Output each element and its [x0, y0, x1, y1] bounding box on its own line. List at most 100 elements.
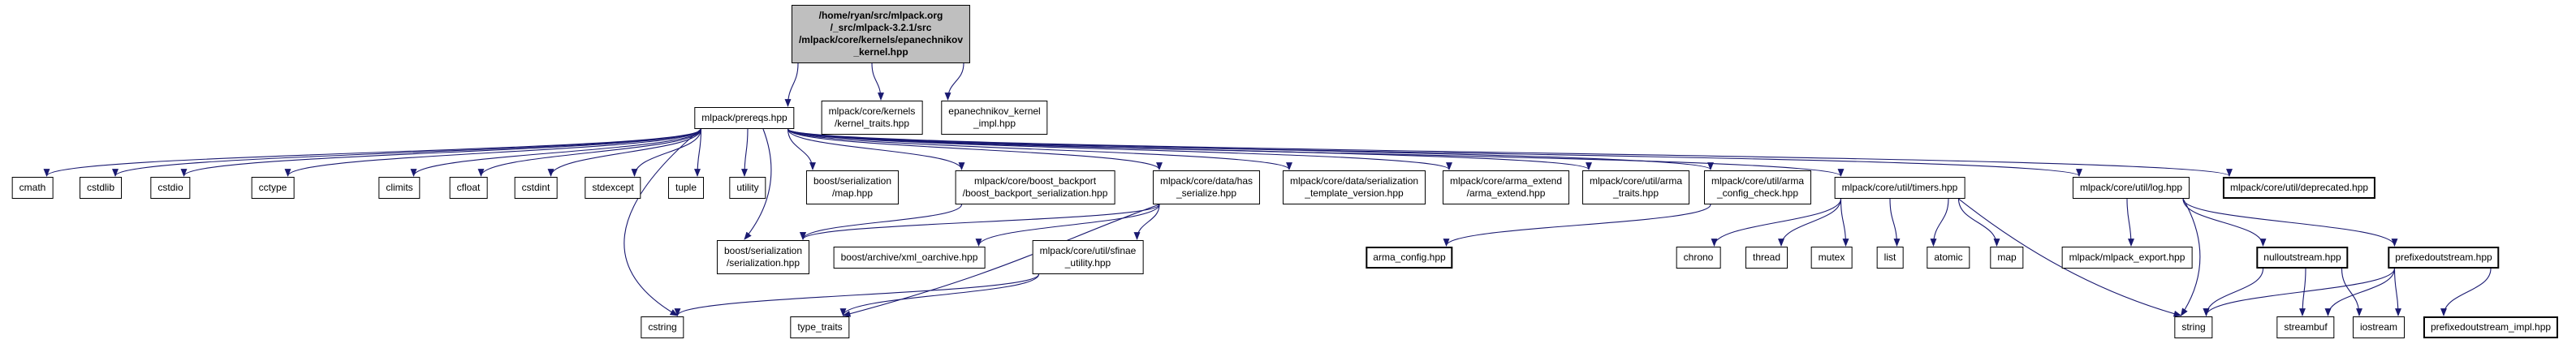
graph-node-map[interactable]: map	[1990, 247, 2024, 269]
graph-node-label-line: mlpack/prereqs.hpp	[701, 112, 787, 123]
graph-node-cmath[interactable]: cmath	[11, 177, 54, 199]
graph-node-label-line: mlpack/core/kernels	[828, 105, 916, 117]
graph-node-epanechnikov-kernel-impl[interactable]: epanechnikov_kernel_impl.hpp	[941, 101, 1048, 135]
graph-node-log[interactable]: mlpack/core/util/log.hpp	[2072, 177, 2190, 199]
graph-node-type-traits[interactable]: type_traits	[790, 316, 850, 338]
graph-edge-prereqs--cstdio	[180, 128, 702, 177]
graph-node-cstdint[interactable]: cstdint	[514, 177, 558, 199]
graph-node-mutex[interactable]: mutex	[1810, 247, 1853, 269]
graph-edge-nulloutstream--iostream	[2341, 268, 2362, 316]
graph-edge-timers--list	[1889, 198, 1901, 247]
graph-edge-nulloutstream--streambuf	[2299, 268, 2306, 316]
graph-edge-prereqs--cfloat	[477, 128, 702, 177]
graph-node-chrono[interactable]: chrono	[1676, 247, 1721, 269]
graph-node-nulloutstream[interactable]: nulloutstream.hpp	[2256, 247, 2349, 269]
graph-edge-prereqs--cctype	[284, 128, 702, 177]
graph-node-arma-traits[interactable]: mlpack/core/util/arma_traits.hpp	[1581, 170, 1690, 204]
graph-node-label-line: mlpack/mlpack_export.hpp	[2069, 252, 2186, 263]
graph-node-label-line: boost/serialization	[813, 175, 892, 187]
graph-edge-prereqs--cstring	[624, 128, 701, 316]
graph-node-kernel-traits[interactable]: mlpack/core/kernels/kernel_traits.hpp	[821, 101, 923, 135]
graph-edge-prereqs--boost-serialization-serialization	[744, 128, 772, 240]
graph-node-streambuf[interactable]: streambuf	[2276, 316, 2335, 338]
graph-node-label-line: /map.hpp	[831, 187, 874, 199]
graph-node-label-line: _traits.hpp	[1612, 187, 1659, 199]
graph-node-atomic[interactable]: atomic	[1927, 247, 1970, 269]
graph-node-cstdlib[interactable]: cstdlib	[79, 177, 123, 199]
graph-node-mlpack-export[interactable]: mlpack/mlpack_export.hpp	[2061, 247, 2193, 269]
graph-edge-prefixedoutstream--prefixedoutstream-impl	[2440, 268, 2492, 316]
graph-node-cstdio[interactable]: cstdio	[150, 177, 191, 199]
graph-node-label-line: iostream	[2359, 321, 2398, 333]
graph-node-cctype[interactable]: cctype	[251, 177, 295, 199]
graph-node-label-line: mlpack/core/util/arma	[1589, 175, 1683, 187]
graph-edge-prereqs--cstdint	[547, 128, 702, 177]
graph-node-prefixedoutstream-impl[interactable]: prefixedoutstream_impl.hpp	[2423, 316, 2559, 338]
graph-node-arma-config-check[interactable]: mlpack/core/util/arma_config_check.hpp	[1703, 170, 1812, 204]
graph-edge-sfinae-utility--type-traits	[839, 273, 1040, 316]
graph-edge-epanechnikov-kernel--kernel-traits	[871, 62, 884, 101]
graph-node-arma-config[interactable]: arma_config.hpp	[1366, 247, 1453, 269]
graph-node-serialization-template-version[interactable]: mlpack/core/data/serialization_template_…	[1282, 170, 1426, 204]
graph-node-prefixedoutstream[interactable]: prefixedoutstream.hpp	[2388, 247, 2500, 269]
graph-edge-prefixedoutstream--string	[2203, 268, 2396, 316]
graph-node-label-line: string	[2181, 321, 2206, 333]
graph-node-arma-extend[interactable]: mlpack/core/arma_extend/arma_extend.hpp	[1442, 170, 1570, 204]
graph-node-iostream[interactable]: iostream	[2352, 316, 2406, 338]
graph-node-label-line: thread	[1752, 252, 1781, 263]
graph-node-label-line: boost/serialization	[723, 245, 803, 256]
graph-node-label-line: tuple	[675, 182, 697, 193]
graph-node-cstring[interactable]: cstring	[641, 316, 684, 338]
graph-node-label-line: cstdio	[157, 182, 183, 193]
graph-node-label-line: /mlpack/core/kernels/epanechnikov	[798, 34, 964, 45]
graph-node-timers[interactable]: mlpack/core/util/timers.hpp	[1834, 177, 1965, 199]
graph-node-utility[interactable]: utility	[729, 177, 766, 199]
graph-node-label-line: mlpack/core/util/timers.hpp	[1841, 182, 1958, 193]
graph-edge-has-serialize--boost-serialization-serialization	[800, 204, 1160, 240]
graph-node-deprecated[interactable]: mlpack/core/util/deprecated.hpp	[2222, 177, 2376, 199]
graph-node-label-line: cfloat	[456, 182, 481, 193]
graph-node-label-line: cmath	[19, 182, 46, 193]
graph-node-label-line: map	[1997, 252, 2017, 263]
graph-node-tuple[interactable]: tuple	[667, 177, 705, 199]
graph-node-label-line: boost/archive/xml_oarchive.hpp	[840, 252, 978, 263]
graph-node-boost-serialization-serialization[interactable]: boost/serialization/serialization.hpp	[716, 240, 810, 274]
graph-edge-prefixedoutstream--streambuf	[2324, 268, 2396, 316]
graph-edge-has-serialize--sfinae-utility	[1133, 204, 1160, 240]
graph-edge-prereqs--has-serialize	[787, 128, 1163, 170]
graph-node-cfloat[interactable]: cfloat	[449, 177, 488, 199]
graph-edge-timers--string	[1958, 198, 2182, 317]
graph-node-boost-serialization-map[interactable]: boost/serialization/map.hpp	[805, 170, 900, 204]
graph-node-list[interactable]: list	[1876, 247, 1904, 269]
graph-node-climits[interactable]: climits	[378, 177, 421, 199]
graph-node-has-serialize[interactable]: mlpack/core/data/has_serialize.hpp	[1152, 170, 1261, 204]
graph-node-xml-oarchive[interactable]: boost/archive/xml_oarchive.hpp	[833, 247, 986, 269]
graph-node-boost-backport-serialization[interactable]: mlpack/core/boost_backport/boost_backpor…	[955, 170, 1115, 204]
graph-edge-prereqs--stdexcept	[631, 128, 702, 177]
graph-node-label-line: prefixedoutstream.hpp	[2395, 252, 2492, 263]
graph-edge-prereqs--log	[787, 128, 2082, 177]
graph-node-stdexcept[interactable]: stdexcept	[585, 177, 641, 199]
graph-node-label-line: cstdint	[521, 182, 550, 193]
graph-node-label-line: climits	[386, 182, 413, 193]
graph-node-sfinae-utility[interactable]: mlpack/core/util/sfinae_utility.hpp	[1032, 240, 1144, 274]
graph-node-string[interactable]: string	[2174, 316, 2213, 338]
graph-edge-timers--atomic	[1930, 198, 1949, 247]
graph-node-label-line: streambuf	[2284, 321, 2328, 333]
graph-edge-prereqs--utility	[741, 128, 749, 177]
graph-node-epanechnikov-kernel[interactable]: /home/ryan/src/mlpack.org/_src/mlpack-3.…	[791, 5, 971, 63]
graph-node-label-line: _impl.hpp	[973, 118, 1016, 129]
graph-edge-epanechnikov-kernel--epanechnikov-kernel-impl	[944, 62, 964, 101]
graph-node-label-line: epanechnikov_kernel	[948, 105, 1041, 117]
graph-node-thread[interactable]: thread	[1745, 247, 1789, 269]
graph-node-label-line: mutex	[1818, 252, 1845, 263]
graph-edge-boost-backport-serialization--boost-serialization-serialization	[800, 204, 963, 240]
graph-edge-prereqs--serialization-template-version	[787, 128, 1292, 170]
graph-edge-timers--chrono	[1711, 198, 1842, 247]
graph-node-prereqs[interactable]: mlpack/prereqs.hpp	[694, 107, 795, 129]
graph-edge-timers--map	[1957, 198, 2000, 247]
graph-node-label-line: /home/ryan/src/mlpack.org	[818, 10, 943, 21]
graph-node-label-line: mlpack/core/data/serialization	[1289, 175, 1419, 187]
graph-node-label-line: mlpack/core/util/sfinae	[1039, 245, 1137, 256]
graph-node-label-line: stdexcept	[592, 182, 634, 193]
